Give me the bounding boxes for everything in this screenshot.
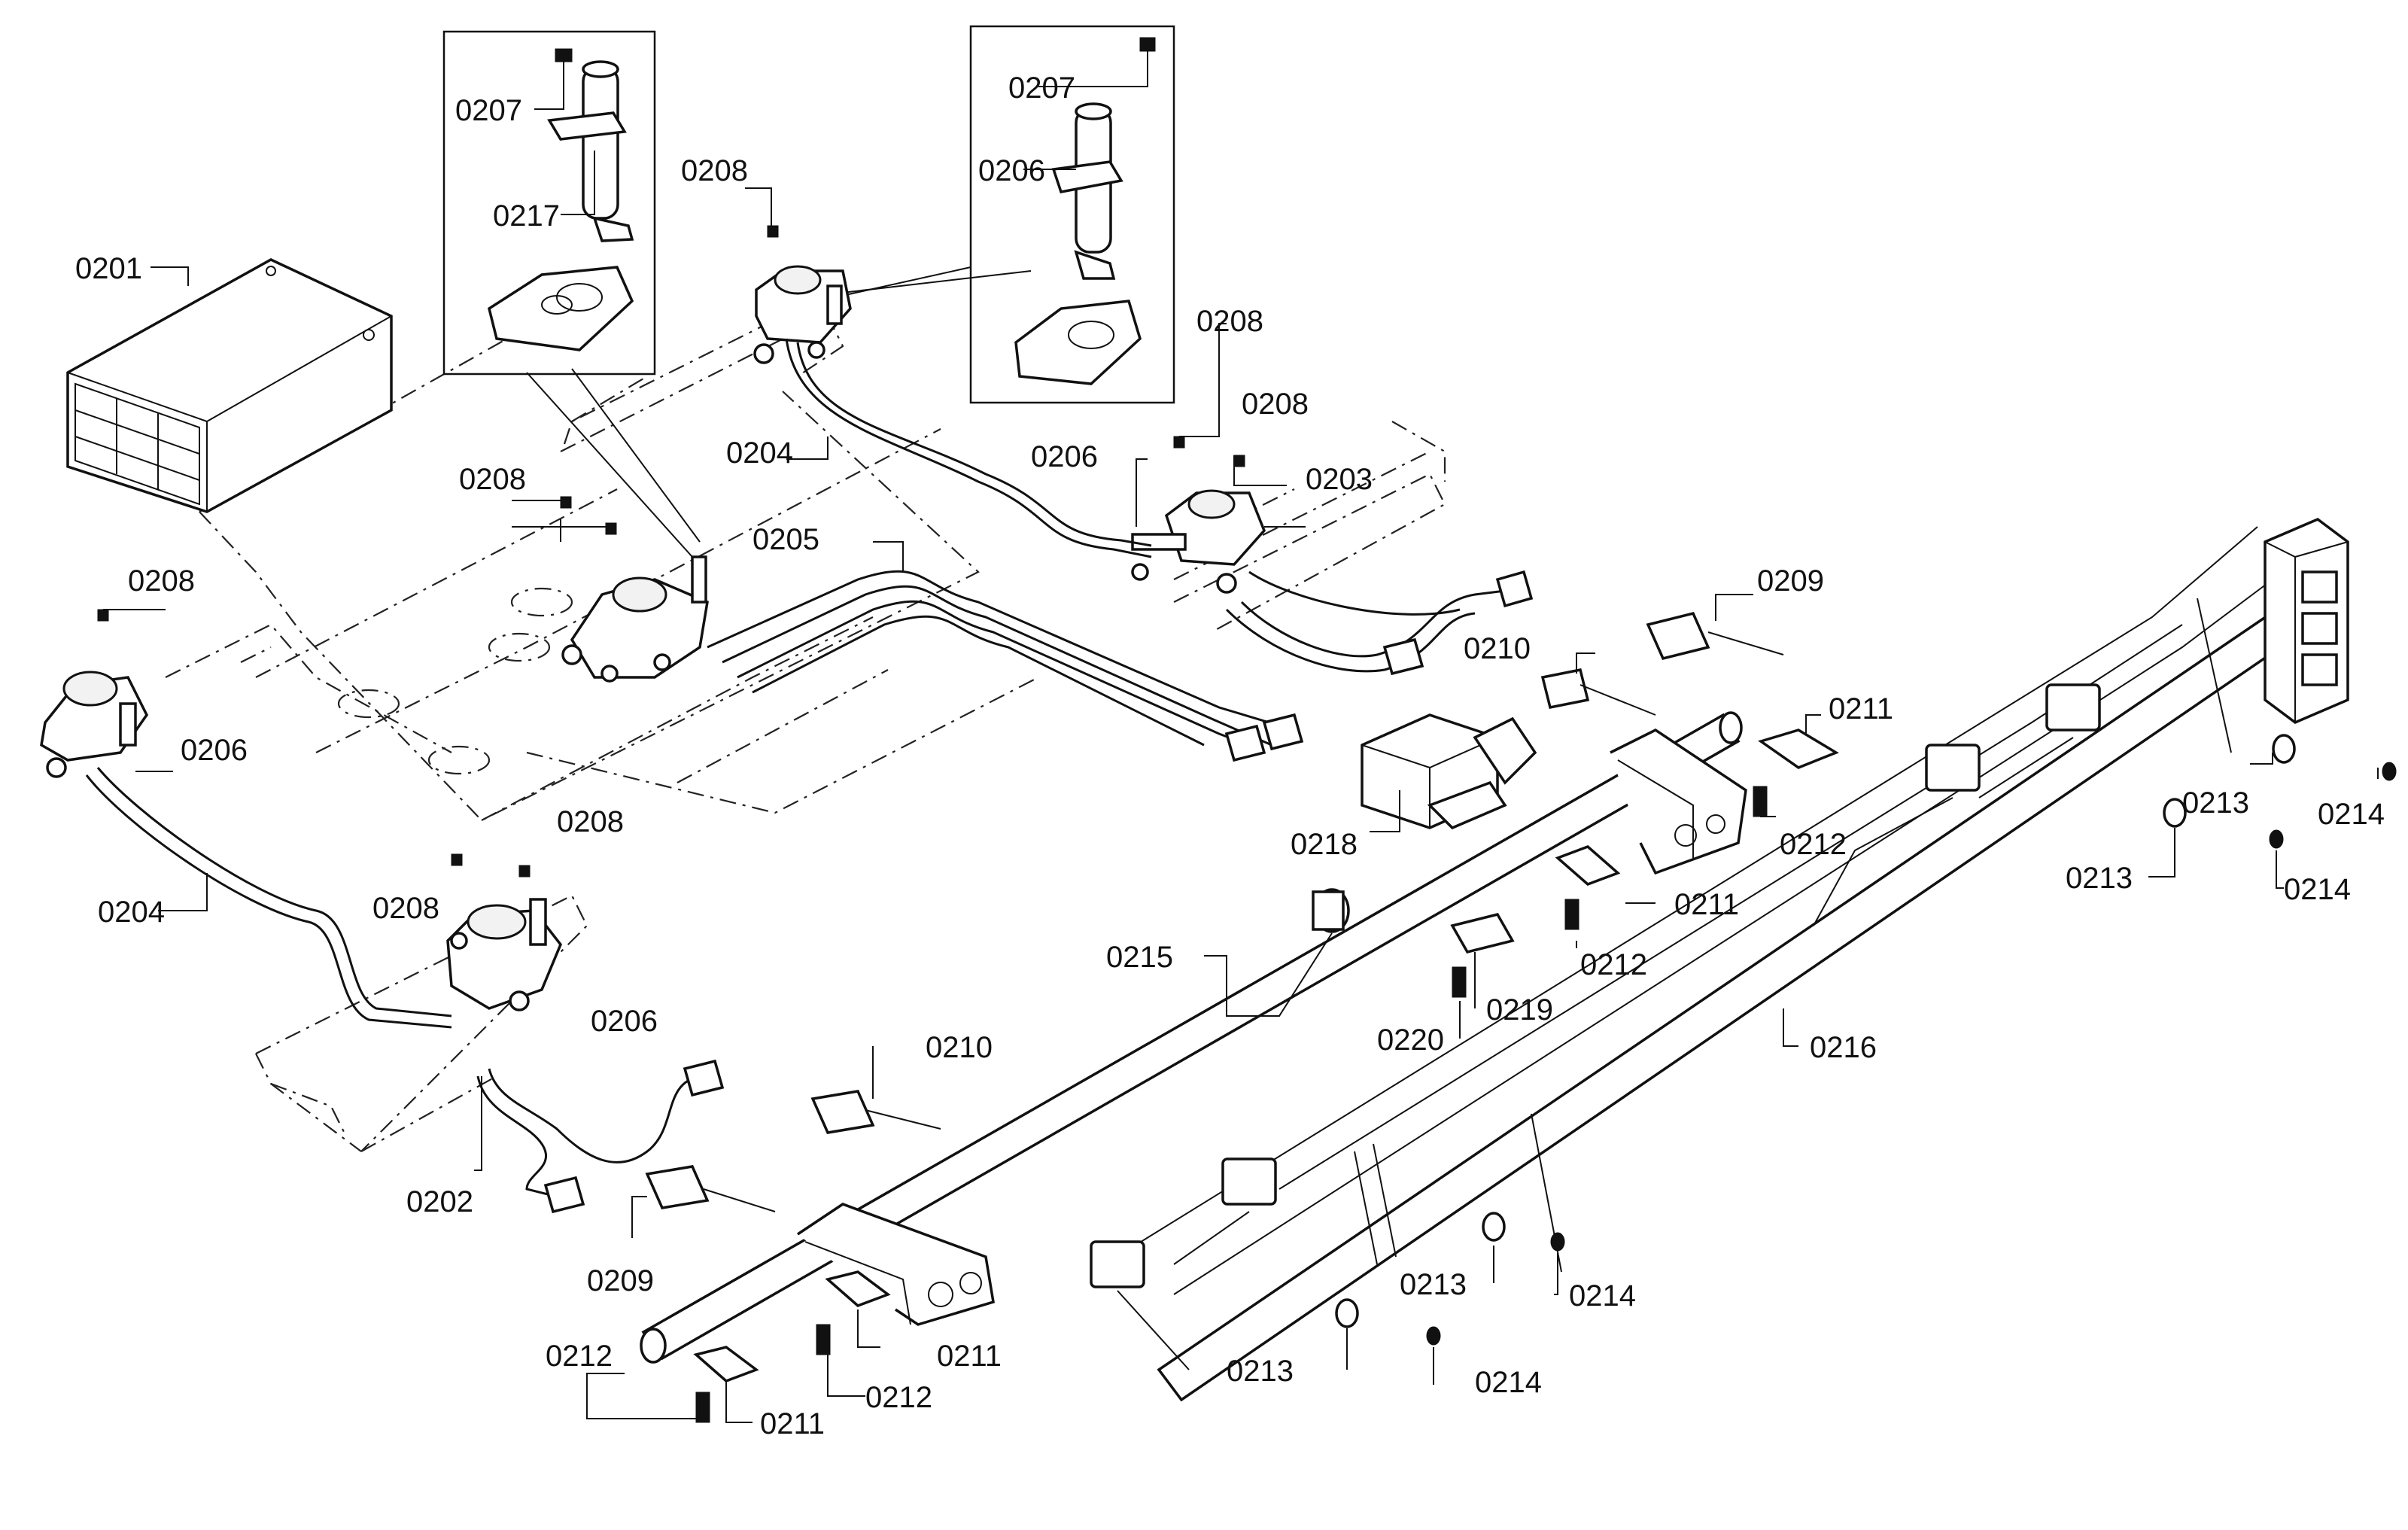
- callout-0214: 0214: [2284, 873, 2351, 906]
- callout-0219: 0219: [1486, 993, 1553, 1027]
- callout-0208: 0208: [128, 564, 195, 598]
- callout-0208: 0208: [372, 892, 439, 925]
- callout-0202: 0202: [406, 1185, 473, 1218]
- burner-valve-top: [753, 225, 852, 364]
- screws: [695, 786, 1768, 1423]
- callout-0220: 0220: [1377, 1024, 1444, 1057]
- callout-0204: 0204: [98, 896, 165, 929]
- callout-labels: 0201 0207 0217 0207 0206 0208 0208 0208 …: [75, 71, 2385, 1440]
- spring-clips: [693, 728, 1839, 1383]
- callout-0205: 0205: [752, 523, 819, 556]
- callout-0213: 0213: [2182, 786, 2249, 820]
- callout-0212: 0212: [546, 1340, 613, 1373]
- washers: [1335, 734, 2397, 1346]
- callout-0211: 0211: [937, 1340, 1002, 1373]
- orifice-holders: [645, 611, 1784, 1212]
- tube-nuts: [543, 570, 1534, 1214]
- callout-0203: 0203: [1306, 463, 1373, 496]
- inset-leader-right2: [835, 266, 971, 298]
- callout-0208: 0208: [557, 805, 624, 838]
- callout-0217: 0217: [493, 199, 560, 233]
- burner-valve-center: [560, 496, 709, 683]
- phantom-outlines: [165, 285, 1446, 1152]
- callout-0204: 0204: [726, 436, 793, 470]
- callout-0207: 0207: [1008, 71, 1075, 105]
- igniter-clips: [1090, 683, 2101, 1370]
- manifold-0215: [640, 711, 1747, 1364]
- part-0218: [1361, 713, 1537, 830]
- callout-0212: 0212: [1780, 828, 1847, 861]
- callout-0212: 0212: [1580, 948, 1647, 981]
- callout-0213: 0213: [1400, 1268, 1467, 1301]
- callout-0214: 0214: [1569, 1279, 1636, 1313]
- rail-0216: [1128, 517, 2349, 1402]
- callout-0213: 0213: [2066, 862, 2133, 895]
- callout-0209: 0209: [587, 1264, 654, 1297]
- callout-0210: 0210: [1464, 632, 1531, 665]
- callout-0211: 0211: [1829, 692, 1893, 725]
- callout-0206: 0206: [591, 1005, 658, 1038]
- leader-lines: [103, 71, 2379, 1423]
- callout-0212: 0212: [865, 1381, 932, 1414]
- burner-valve-left: [40, 609, 149, 778]
- callout-0214: 0214: [2318, 798, 2385, 831]
- callout-0208: 0208: [1242, 388, 1309, 421]
- callout-0213: 0213: [1227, 1355, 1294, 1388]
- callout-0211: 0211: [760, 1407, 825, 1440]
- callout-0209: 0209: [1757, 564, 1824, 598]
- callout-0208: 0208: [681, 154, 748, 187]
- inset-leader-left: [571, 368, 701, 543]
- callout-0208: 0208: [1196, 305, 1263, 338]
- module-0201: [66, 258, 393, 513]
- callout-0214: 0214: [1475, 1366, 1542, 1399]
- burner-valve-lower: [446, 853, 563, 1011]
- burner-valve-right: [1131, 436, 1266, 594]
- callout-0211: 0211: [1674, 888, 1739, 921]
- gas-tubing: [85, 338, 1506, 1198]
- callout-0210: 0210: [926, 1031, 993, 1064]
- inset-leader-left2: [526, 372, 693, 558]
- callout-0201: 0201: [75, 252, 142, 285]
- callout-0216: 0216: [1810, 1031, 1877, 1064]
- callout-0215: 0215: [1106, 941, 1173, 974]
- callout-0218: 0218: [1291, 828, 1358, 861]
- callout-0208: 0208: [459, 463, 526, 496]
- callout-0206: 0206: [1031, 440, 1098, 473]
- callout-0206: 0206: [181, 734, 248, 767]
- callout-0206: 0206: [978, 154, 1045, 187]
- callout-0207: 0207: [455, 94, 522, 127]
- inset-box-0217: [442, 30, 656, 376]
